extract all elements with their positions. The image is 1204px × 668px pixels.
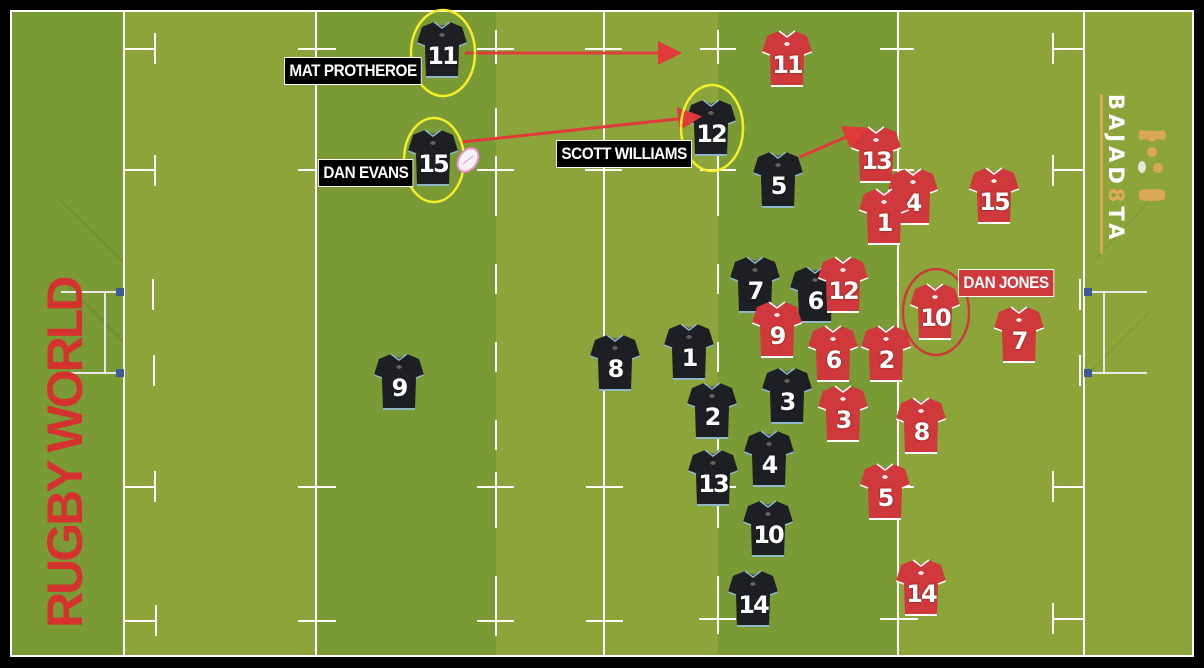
jersey-number: 13 [698, 470, 729, 498]
black-player-3: 3 [762, 365, 812, 427]
red-player-6: 6 [808, 323, 858, 385]
jersey-number: 10 [920, 304, 951, 332]
jersey-icon [860, 463, 910, 520]
jersey-icon [910, 283, 960, 340]
red-player-14: 14 [896, 557, 946, 619]
red-player-12: 12 [818, 254, 868, 316]
jersey-number: 10 [753, 521, 784, 549]
red-player-11: 11 [762, 28, 812, 90]
jersey-icon [808, 325, 858, 382]
jersey-number: 15 [418, 150, 449, 178]
jersey-icon [762, 30, 812, 87]
jersey-number: 9 [769, 322, 787, 350]
black-player-1: 1 [664, 321, 714, 383]
jersey-number: 12 [828, 277, 859, 305]
jersey-icon [818, 385, 868, 442]
jersey-icon [687, 382, 737, 439]
jersey-number: 9 [391, 374, 409, 402]
jersey-number: 2 [878, 346, 896, 374]
player-name-label: DAN JONES [958, 269, 1055, 297]
black-player-8: 8 [590, 332, 640, 394]
red-player-15: 15 [969, 165, 1019, 227]
jersey-icon [994, 306, 1044, 363]
highlight-ring [409, 8, 477, 98]
jersey-icon [896, 559, 946, 616]
jersey-number: 6 [825, 346, 843, 374]
grass-band-dark [316, 11, 496, 656]
jersey-number: 4 [761, 451, 779, 479]
red-player-7: 7 [994, 304, 1044, 366]
jersey-number: 1 [876, 209, 894, 237]
black-player-2: 2 [687, 380, 737, 442]
jersey-icon [688, 449, 738, 506]
jersey-number: 11 [772, 51, 803, 79]
jersey-icon [664, 323, 714, 380]
red-player-8: 8 [896, 395, 946, 457]
red-player-1: 1 [859, 186, 909, 248]
jersey-number: 14 [738, 591, 769, 619]
goal-posts-left [61, 288, 124, 377]
jersey-icon [752, 301, 802, 358]
red-player-3: 3 [818, 383, 868, 445]
jersey-number: 5 [877, 484, 895, 512]
jersey-number: 8 [913, 418, 931, 446]
red-player-10: 10 [910, 281, 960, 343]
black-player-7: 7 [730, 254, 780, 316]
field-boundary [10, 10, 1194, 657]
jersey-number: 7 [747, 277, 765, 305]
pass-arrows [461, 41, 868, 159]
jersey-icon [762, 367, 812, 424]
black-player-9: 9 [374, 351, 424, 413]
jersey-icon [753, 151, 803, 208]
red-player-5: 5 [860, 461, 910, 523]
red-player-9: 9 [752, 299, 802, 361]
jersey-number: 8 [607, 355, 625, 383]
player-name-label: DAN EVANS [318, 159, 414, 187]
rugby-ball-icon [456, 147, 480, 173]
jersey-icon [730, 256, 780, 313]
jersey-icon [374, 353, 424, 410]
pass-arrow [799, 126, 868, 159]
black-player-4: 4 [744, 428, 794, 490]
jersey-number: 1 [681, 344, 699, 372]
black-player-14: 14 [728, 568, 778, 630]
jersey-number: 6 [807, 287, 825, 315]
jersey-icon [743, 500, 793, 557]
highlight-ring [901, 267, 971, 357]
jersey-number: 13 [861, 147, 892, 175]
highlight-ring [679, 83, 745, 173]
jersey-icon [861, 325, 911, 382]
black-player-5: 5 [753, 149, 803, 211]
jersey-number: 14 [906, 580, 937, 608]
jersey-number: 7 [1011, 327, 1029, 355]
player-name-label: SCOTT WILLIAMS [556, 140, 693, 168]
jersey-icon [590, 334, 640, 391]
black-player-15: 15 [408, 127, 458, 189]
jersey-number: 11 [427, 42, 458, 70]
jersey-icon [896, 397, 946, 454]
jersey-icon [728, 570, 778, 627]
jersey-number: 3 [779, 388, 797, 416]
jersey-number: 3 [835, 406, 853, 434]
jersey-number: 5 [770, 172, 788, 200]
jersey-icon [969, 167, 1019, 224]
black-player-10: 10 [743, 498, 793, 560]
jersey-number: 15 [979, 188, 1010, 216]
jersey-icon [408, 129, 458, 186]
pass-arrow [461, 106, 702, 144]
jersey-number: 4 [905, 189, 923, 217]
black-player-11: 11 [417, 19, 467, 81]
player-name-label: MAT PROTHEROE [284, 57, 423, 85]
goal-posts-right [1084, 288, 1147, 377]
bajadta-logo-icon [1100, 94, 1166, 254]
red-player-2: 2 [861, 323, 911, 385]
jersey-icon [417, 21, 467, 78]
black-player-13: 13 [688, 447, 738, 509]
jersey-number: 2 [704, 403, 722, 431]
jersey-icon [744, 430, 794, 487]
jersey-icon [818, 256, 868, 313]
jersey-icon [859, 188, 909, 245]
